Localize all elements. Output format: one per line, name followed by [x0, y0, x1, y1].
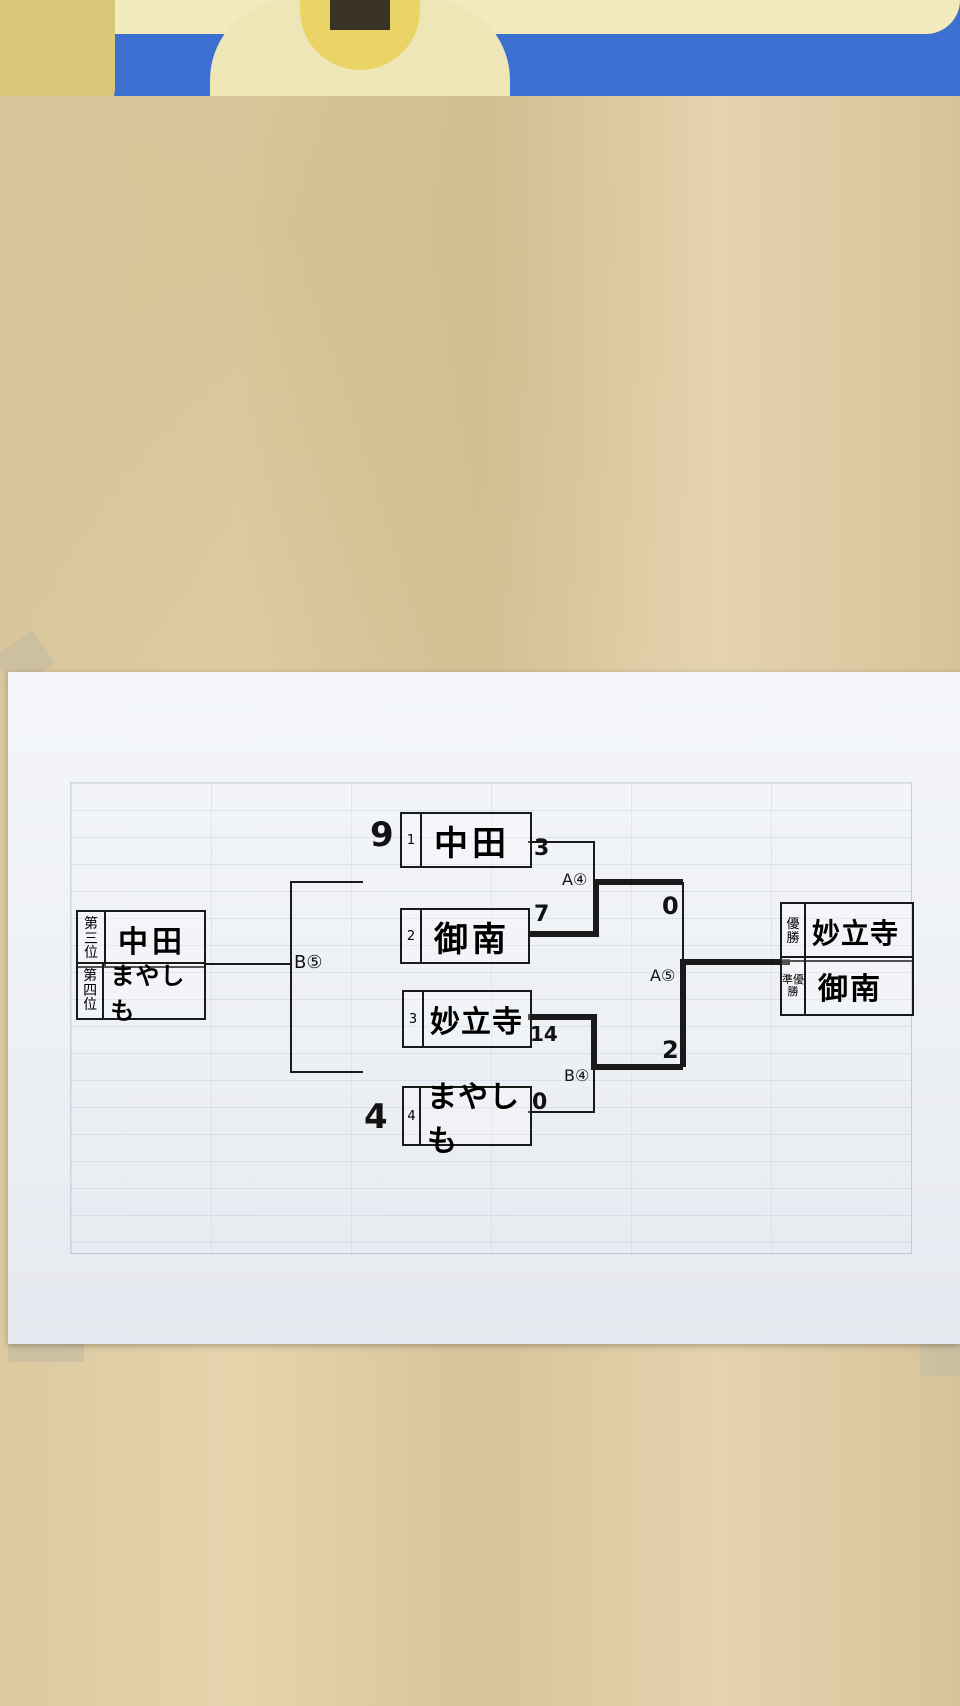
- a4-match-label: A④: [562, 870, 588, 889]
- team-name: まやしも: [426, 1080, 520, 1159]
- team-box-1: 1 中田: [400, 812, 532, 868]
- b4-winner-line: [528, 1014, 683, 1070]
- team-seed: 2: [402, 910, 422, 962]
- fourth-place-row: 第四位 まやしも: [76, 962, 206, 1025]
- team-name: 中田: [118, 925, 186, 960]
- runner-up-row: 準優勝 御南: [780, 956, 914, 1016]
- b5-score-top: 9: [370, 815, 394, 855]
- team-seed: 3: [404, 992, 424, 1046]
- third-place-row: 第三位 中田: [76, 910, 206, 968]
- a5-winner-line: [680, 959, 790, 1067]
- team-box-4: 4 まやしも: [402, 1080, 532, 1159]
- tent-canopy: [80, 0, 960, 34]
- a4-score-top: 3: [534, 836, 550, 861]
- b5-score-bottom: 4: [364, 1097, 388, 1137]
- rank-label: 準優勝: [782, 958, 806, 1014]
- champion-row: 優勝 妙立寺: [780, 902, 914, 962]
- bracket-lines: [206, 841, 790, 1113]
- team-seed: 1: [402, 814, 422, 866]
- team-name: 妙立寺: [812, 917, 900, 950]
- team-name: 妙立寺: [430, 1005, 523, 1040]
- a5-score-bottom: 2: [662, 1036, 679, 1064]
- rank-label: 優勝: [782, 904, 806, 960]
- b5-bracket-line: [290, 881, 363, 1073]
- a4-winner-line: [528, 879, 683, 937]
- b4-match-label: B④: [564, 1066, 590, 1085]
- person-neck: [330, 0, 390, 30]
- faint-table-grid: [70, 782, 912, 1254]
- team-box-2: 2 御南: [400, 908, 530, 964]
- a4-score-bottom: 7: [534, 902, 550, 927]
- rank-label: 第四位: [78, 964, 105, 1018]
- team-box-3: 3 妙立寺: [402, 990, 532, 1048]
- team-seed: 4: [404, 1088, 421, 1144]
- team-name: 御南: [434, 919, 510, 960]
- rank-label: 第三位: [78, 912, 106, 966]
- bracket-sheet: 1 中田 2 御南 3 妙立寺 4 まやしも 9 4 B⑤ 3 7 A④ 1 4 …: [8, 672, 960, 1344]
- b4-score-bottom: 0: [532, 1090, 548, 1115]
- team-name: まやしも: [110, 962, 186, 1025]
- team-name: 御南: [818, 972, 882, 1007]
- a5-match-label: A⑤: [650, 966, 676, 985]
- a5-score-top: 0: [662, 892, 679, 920]
- b4-score-top: 14: [530, 1022, 558, 1046]
- b5-match-label: B⑤: [294, 952, 323, 973]
- team-name: 中田: [434, 823, 510, 864]
